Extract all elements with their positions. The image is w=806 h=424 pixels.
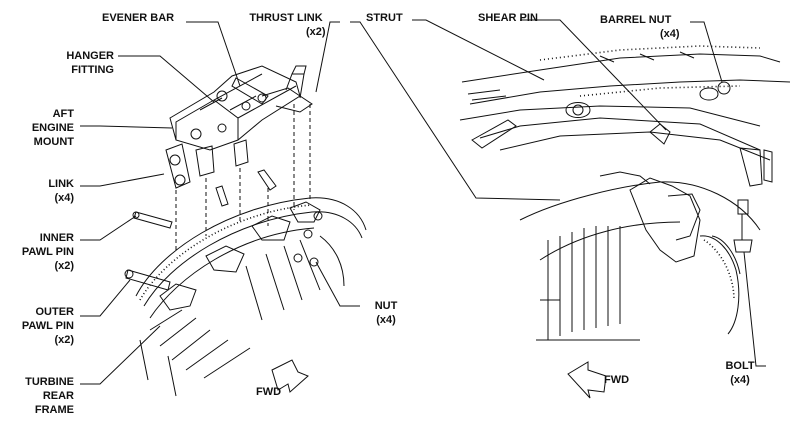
left-leader-lines <box>80 21 360 385</box>
label-aft: AFT <box>52 108 74 120</box>
label-bolt: BOLT <box>725 360 755 372</box>
label-outer-pawl-pin: PAWL PIN <box>21 320 74 332</box>
label-nut: NUT <box>374 300 398 312</box>
label-link: LINK <box>48 178 74 190</box>
label-rear: REAR <box>42 390 74 402</box>
label-inner-pawl-pin: PAWL PIN <box>21 246 74 258</box>
label-strut: STRUT <box>366 12 403 24</box>
label-shear-pin: SHEAR PIN <box>478 12 538 24</box>
label-thrust-link: THRUST LINK <box>249 12 323 24</box>
label-fitting: FITTING <box>71 64 114 76</box>
right-leader-lines <box>350 19 766 367</box>
label-outer: OUTER <box>35 306 75 318</box>
label-engine: ENGINE <box>31 122 74 134</box>
label-barrel-nut-qty: (x4) <box>660 28 680 40</box>
label-evener-bar: EVENER BAR <box>102 12 175 24</box>
label-hanger: HANGER <box>66 50 114 62</box>
aft-engine-mount-drawing <box>124 65 367 397</box>
label-barrel-nut: BARREL NUT <box>600 14 672 26</box>
label-bolt-qty: (x4) <box>730 374 750 386</box>
label-inner: INNER <box>39 232 74 244</box>
label-thrust-link-qty: (x2) <box>306 26 326 38</box>
label-frame: FRAME <box>34 404 74 416</box>
label-fwd-right: FWD <box>604 374 630 386</box>
label-inner-pawl-pin-qty: (x2) <box>54 260 74 272</box>
label-fwd-left: FWD <box>256 386 282 398</box>
label-nut-qty: (x4) <box>376 314 396 326</box>
strut-attachment-drawing <box>459 45 791 399</box>
label-turbine: TURBINE <box>25 376 74 388</box>
label-link-qty: (x4) <box>54 192 74 204</box>
label-outer-pawl-pin-qty: (x2) <box>54 334 74 346</box>
label-mount: MOUNT <box>33 136 74 148</box>
